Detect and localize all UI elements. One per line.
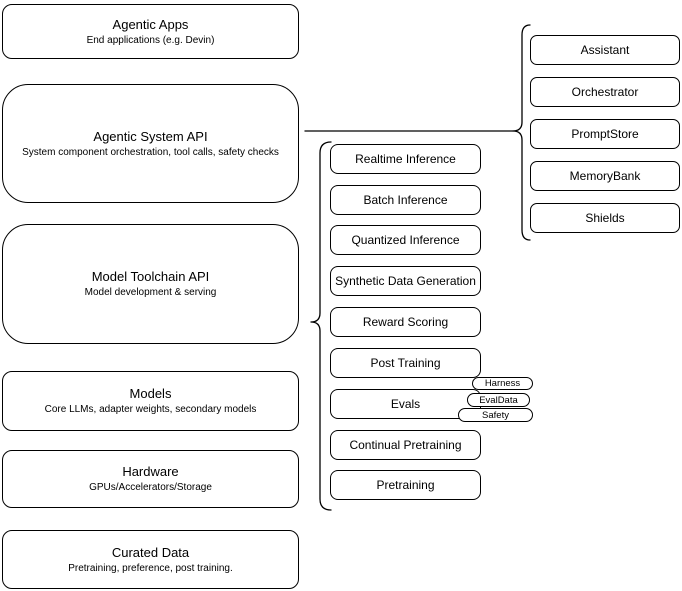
tag-label: Safety [482,409,509,421]
node-reward-scoring: Reward Scoring [330,307,481,337]
node-title: Models [129,386,172,401]
node-title: Model Toolchain API [91,269,210,284]
node-subtitle: Model development & serving [84,287,217,298]
node-label: Quantized Inference [351,233,460,247]
node-assistant: Assistant [530,35,680,65]
node-title: Curated Data [111,544,190,560]
node-label: Realtime Inference [355,152,456,166]
node-pretraining: Pretraining [330,470,481,500]
node-model-toolchain-api: Model Toolchain API Model development & … [2,224,299,344]
node-continual-pretraining: Continual Pretraining [330,430,481,460]
node-label: Evals [390,397,421,411]
node-label: Shields [585,211,625,225]
node-title: Agentic System API [93,128,208,144]
node-realtime-inference: Realtime Inference [330,144,481,174]
node-title: Agentic Apps [112,16,189,32]
system-components-brace [512,24,531,241]
node-subtitle: System component orchestration, tool cal… [22,146,279,158]
node-batch-inference: Batch Inference [330,185,481,215]
node-agentic-system-api: Agentic System API System component orch… [2,84,299,203]
node-label: Post Training [370,356,441,370]
node-models: Models Core LLMs, adapter weights, secon… [2,371,299,431]
tag-harness: Harness [472,377,533,390]
node-subtitle: Pretraining, preference, post training. [68,562,233,574]
tag-evaldata: EvalData [467,393,530,407]
node-orchestrator: Orchestrator [530,77,680,107]
node-label: PromptStore [571,127,639,141]
node-quantized-inference: Quantized Inference [330,225,481,255]
node-subtitle: End applications (e.g. Devin) [86,34,215,46]
node-subtitle: GPUs/Accelerators/Storage [89,482,212,493]
node-evals: Evals [330,389,481,419]
tag-label: Harness [484,378,521,389]
node-label: Continual Pretraining [349,438,462,452]
node-curated-data: Curated Data Pretraining, preference, po… [2,530,299,589]
node-label: Assistant [580,43,630,57]
node-agentic-apps: Agentic Apps End applications (e.g. Devi… [2,4,299,59]
tag-label: EvalData [479,394,518,406]
node-memorybank: MemoryBank [530,161,680,191]
node-post-training: Post Training [330,348,481,378]
node-label: Batch Inference [363,193,448,207]
node-label: MemoryBank [569,169,641,183]
node-promptstore: PromptStore [530,119,680,149]
tag-safety: Safety [458,408,533,422]
node-label: Synthetic Data Generation [335,274,476,288]
node-hardware: Hardware GPUs/Accelerators/Storage [2,450,299,508]
node-shields: Shields [530,203,680,233]
node-label: Pretraining [376,478,435,492]
toolchain-group-brace [310,141,332,511]
node-title: Hardware [122,464,179,479]
node-label: Reward Scoring [362,315,449,329]
node-synthetic-data-generation: Synthetic Data Generation [330,266,481,296]
node-label: Orchestrator [571,85,639,99]
node-subtitle: Core LLMs, adapter weights, secondary mo… [44,404,257,415]
